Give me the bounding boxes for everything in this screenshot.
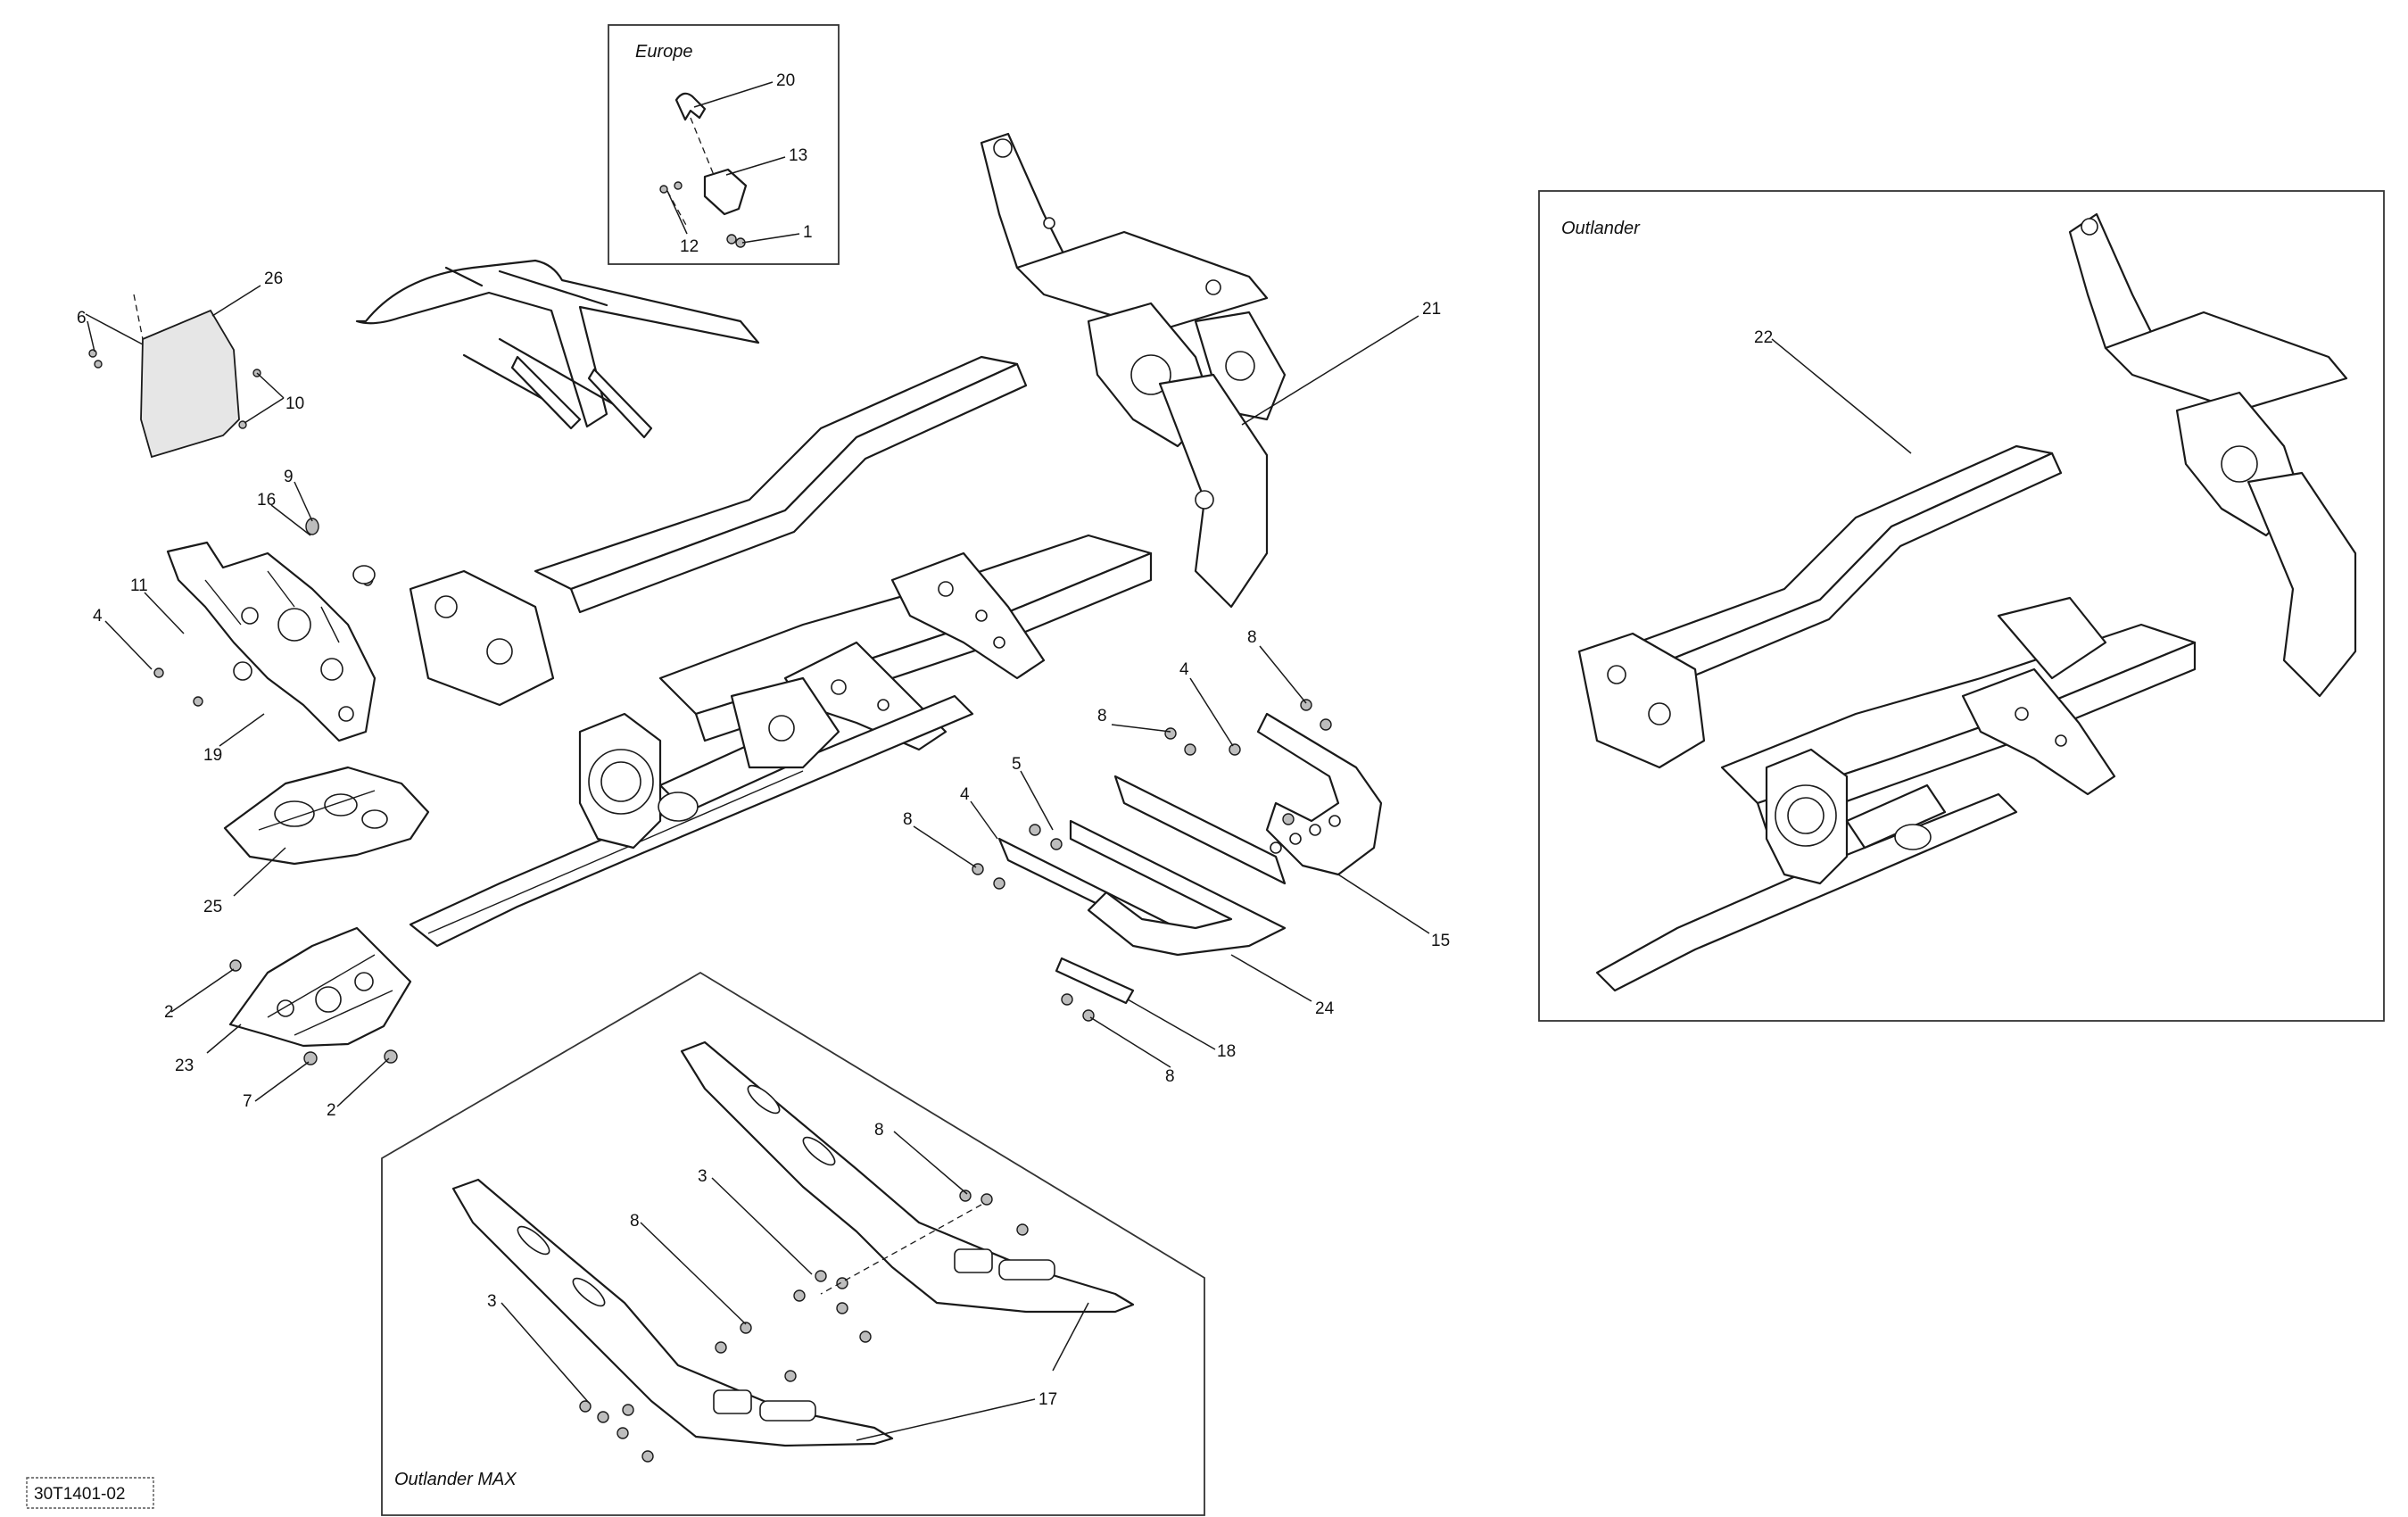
main-frame-21 [355,132,1287,948]
mud-flap-26 [88,294,261,459]
footrest-support-23 [228,926,412,1065]
callout-19: 19 [203,746,222,765]
outlander-label: Outlander [1561,219,1641,238]
callout-8-rr-bottom: 8 [1165,1067,1175,1086]
callout-12: 12 [680,237,699,256]
drawing-ref-number: 30T1401-02 [34,1485,125,1504]
outlander-max-inset: Outlander MAX [381,971,1205,1516]
callout-8-rr-top: 8 [1247,628,1257,647]
europe-label: Europe [635,42,693,62]
callout-9: 9 [284,468,294,486]
callout-10: 10 [285,394,304,413]
callout-24: 24 [1315,999,1335,1018]
outlander-max-label: Outlander MAX [394,1470,517,1489]
callout-8-rr-left: 8 [903,810,913,829]
callout-15: 15 [1431,932,1450,950]
small-bracket-18 [1055,957,1135,1022]
callout-18: 18 [1217,1042,1236,1061]
drawing-reference: 30T1401-02 [26,1477,154,1509]
callout-22: 22 [1754,328,1773,347]
callout-5: 5 [1012,755,1022,774]
callout-7: 7 [243,1092,252,1111]
leader-lines [85,81,1912,1441]
callout-16: 16 [257,491,276,510]
callout-4-rr-mid: 4 [960,785,970,804]
callout-1: 1 [803,223,813,242]
europe-inset: Europe [608,24,840,265]
callout-numbers: 20 13 12 1 26 6 10 9 16 11 4 19 25 2 23 … [77,71,1773,1409]
callout-4-rr-top: 4 [1179,660,1189,679]
callout-4-left: 4 [93,607,103,626]
outlander-inset: Outlander [1538,190,2385,1022]
max-extension-rail-rear [680,1040,1135,1314]
callout-2-upper: 2 [164,1003,174,1022]
callout-8-max-top: 8 [874,1121,884,1140]
footrest-bracket-19 [153,518,377,742]
callout-8-max-mid: 8 [630,1212,640,1231]
callout-25: 25 [203,898,222,916]
skid-plate-25 [223,766,430,866]
callout-8-rr-mid: 8 [1097,707,1107,725]
outlander-frame-22 [1577,212,2357,992]
rear-fasteners [972,699,1332,890]
callout-20: 20 [776,71,795,90]
callout-6: 6 [77,309,87,327]
callout-11: 11 [130,576,148,595]
callout-21: 21 [1422,300,1441,319]
europe-bracket-parts [659,92,748,248]
max-extension-rail-front [451,1178,894,1447]
max-fasteners [579,1190,1029,1463]
callout-3-max-left: 3 [487,1292,497,1311]
callout-17: 17 [1039,1390,1057,1409]
callout-2-lower: 2 [327,1101,336,1120]
callout-26: 26 [264,269,283,288]
callout-13: 13 [789,146,807,165]
callout-23: 23 [175,1057,194,1075]
footrest-loop-24 [1069,819,1287,957]
callout-3-max-top: 3 [698,1167,708,1186]
footrest-rail-15 [1256,712,1383,876]
